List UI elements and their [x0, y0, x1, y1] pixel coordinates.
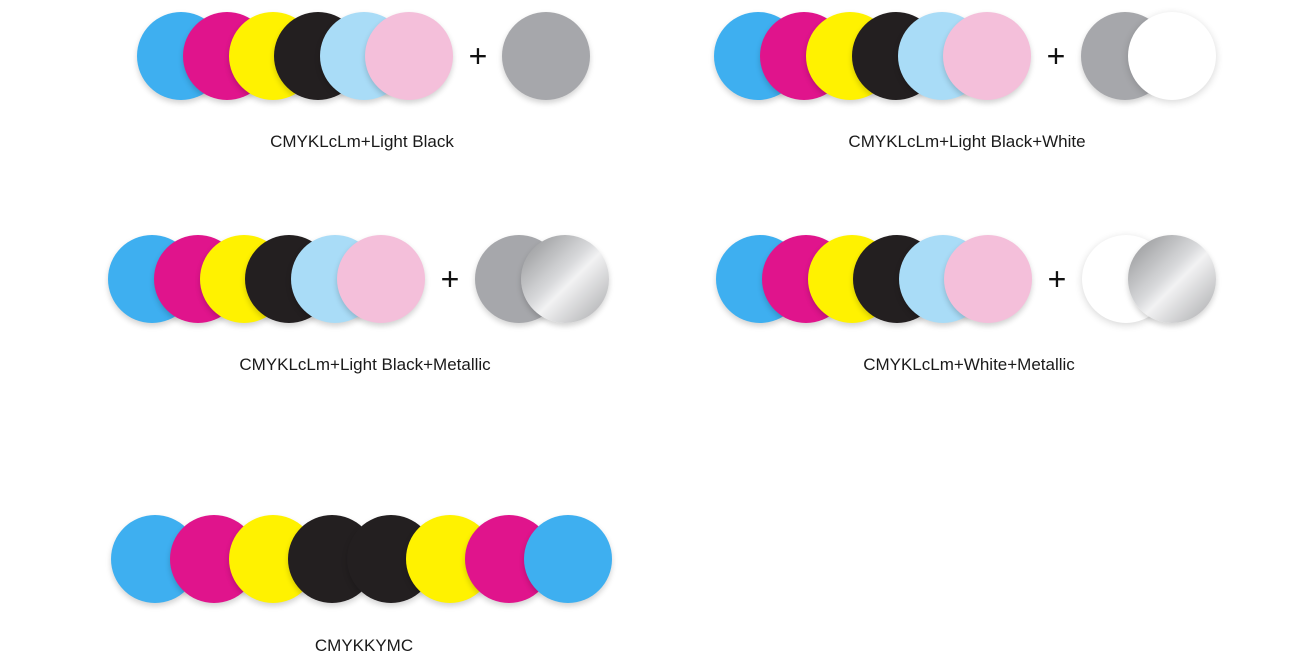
ink-set-cmyklclm-lightblack-metallic: + CMYKLcLm+Light Black+Metallic [0, 0, 653, 400]
ink-set-cmyklclm-white-metallic: + CMYKLcLm+White+Metallic [716, 235, 1216, 374]
ink-set-caption: CMYKKYMC [314, 636, 414, 655]
ink-set-caption: CMYKLcLm+White+Metallic [863, 355, 1075, 374]
plus-sign: + [440, 261, 460, 297]
ink-set-caption: CMYKLcLm+Light Black+Metallic [239, 355, 491, 374]
light-magenta-ink-dot [365, 12, 453, 100]
light-magenta-ink-dot [944, 235, 1032, 323]
light-black-ink-dot [502, 12, 590, 100]
ink-set-cmykkymc: CMYKKYMC [111, 515, 612, 655]
metallic-ink-dot [1128, 235, 1216, 323]
light-magenta-ink-dot [337, 235, 425, 323]
light-magenta-ink-dot [943, 12, 1031, 100]
plus-sign: + [1047, 261, 1067, 297]
ink-set-caption: CMYKLcLm+Light Black+White [848, 132, 1086, 151]
ink-set-caption: CMYKLcLm+Light Black [270, 132, 454, 151]
white-ink-dot [1128, 12, 1216, 100]
cyan-ink-dot [524, 515, 612, 603]
plus-sign: + [468, 38, 488, 74]
ink-set-cmyklclm-lightblack-white: + CMYKLcLm+Light Black+White [0, 0, 1306, 180]
metallic-ink-dot [521, 235, 609, 323]
ink-set-cmyklclm-lightblack: + CMYKLcLm+Light Black [0, 0, 653, 180]
plus-sign: + [1046, 38, 1066, 74]
